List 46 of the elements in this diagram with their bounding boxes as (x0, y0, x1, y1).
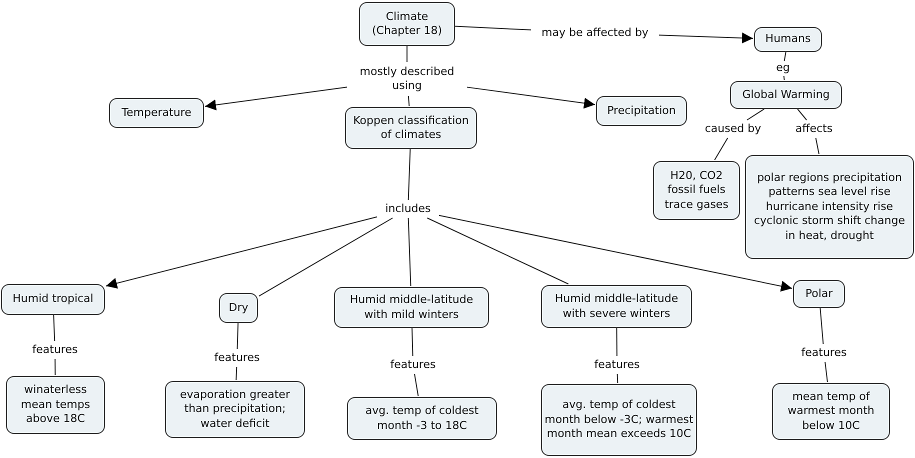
connector-line (236, 322, 239, 350)
connector-line (408, 96, 410, 106)
arrow (204, 86, 348, 110)
concept-box: Humid middle-latitude with severe winters (541, 285, 692, 328)
concept-box: Polar (793, 280, 845, 308)
concept-box: mean temp of warmest month below 10C (772, 383, 890, 440)
connector-line (414, 374, 419, 396)
concept-box: Global Warming (730, 81, 842, 109)
concept-box: Climate (Chapter 18) (359, 2, 455, 46)
connector-line (815, 138, 820, 154)
connector-line (783, 76, 785, 80)
connector-line (54, 358, 56, 376)
concept-box: avg. temp of coldest month -3 to 18C (347, 397, 497, 440)
concept-box: H20, CO2 fossil fuels trace gases (653, 161, 740, 220)
connector-line (746, 108, 765, 120)
arrow (466, 86, 596, 109)
concept-box: evaporation greater than precipitation; water deficit (165, 381, 305, 438)
connector-line (236, 366, 238, 380)
connector-line (258, 218, 394, 297)
concept-box: winaterless mean temps above 18C (6, 376, 105, 434)
connector-line (426, 218, 569, 284)
concept-box: Precipitation (596, 96, 687, 126)
arrow (658, 32, 754, 44)
connector-line (797, 108, 808, 120)
connector-line (408, 218, 412, 286)
concept-box: polar regions precipitation patterns sea level rise hurricane intensity rise cyclonic storm shift change in heat, drought (745, 155, 914, 259)
concept-box: Koppen classification of climates (345, 107, 477, 149)
connector-line (616, 328, 618, 356)
connector-line (616, 374, 618, 384)
arrow (106, 216, 378, 289)
connector-line (714, 138, 728, 160)
connector-line (824, 362, 828, 382)
concept-box: Humans (754, 27, 822, 52)
concept-box: avg. temp of coldest month below -3C; warmest month mean exceeds 10C (541, 384, 697, 456)
connector-line (454, 26, 532, 30)
concept-box: Humid middle-latitude with mild winters (334, 287, 489, 328)
concept-box: Dry (219, 293, 258, 323)
connector-line (406, 46, 408, 62)
concept-box: Humid tropical (1, 284, 105, 315)
connector-line (412, 328, 414, 356)
connector-line (53, 314, 56, 342)
concept-box: Temperature (109, 98, 204, 128)
arrow (438, 214, 792, 292)
connector-line (820, 308, 824, 344)
connector-line (408, 148, 411, 200)
connector-line (784, 52, 786, 62)
